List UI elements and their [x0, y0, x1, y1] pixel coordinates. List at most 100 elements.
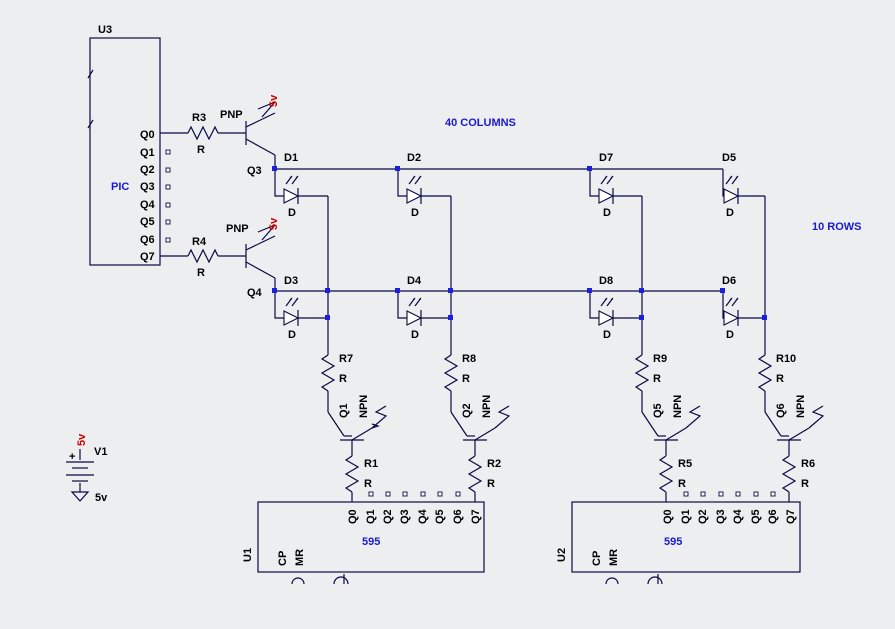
svg-text:R: R	[653, 373, 661, 385]
pic-chip[interactable]: U3 PIC Q0 Q1 Q2 Q3 Q4 Q5 Q6 Q7	[87, 24, 171, 266]
svg-text:CP: CP	[591, 551, 603, 566]
led[interactable]: D2 D	[397, 152, 451, 219]
pic-pin-label: Q7	[140, 251, 155, 263]
u2-pin-labels: Q0 Q1 Q2 Q3 Q4 Q5 Q6 Q7	[662, 508, 797, 524]
u2-ref: U2	[556, 548, 568, 562]
r4-label: R4	[192, 236, 207, 248]
svg-text:D: D	[726, 207, 734, 219]
svg-text:R2: R2	[487, 458, 501, 470]
svg-text:D7: D7	[599, 152, 613, 164]
svg-text:Q5: Q5	[652, 403, 664, 418]
svg-text:R: R	[801, 478, 809, 490]
svg-text:D: D	[288, 329, 296, 341]
u2-unconnected-pins	[683, 491, 776, 497]
column-driver-1[interactable]: R7 R Q1 NPN R1 R	[320, 348, 388, 502]
column-driver-3[interactable]: R9 R Q5 NPN R5 R	[634, 348, 702, 502]
led[interactable]: D3 D	[274, 275, 328, 341]
pic-pin-label: Q0	[140, 129, 155, 141]
led[interactable]: D5 D	[722, 152, 765, 219]
led-matrix: D1 D D2 D D7 D	[274, 152, 765, 341]
pic-pin-label: Q3	[140, 181, 155, 193]
svg-text:R7: R7	[339, 353, 353, 365]
v1-ref: V1	[94, 446, 107, 458]
svg-text:MR: MR	[608, 549, 620, 566]
u1-pin-labels: Q0 Q1 Q2 Q3 Q4 Q5 Q6 Q7	[347, 508, 482, 524]
svg-text:R: R	[678, 478, 686, 490]
svg-text:Q2: Q2	[382, 509, 394, 524]
pic-pin-label: Q1	[140, 147, 155, 159]
v1-polarity: +	[69, 451, 75, 463]
svg-text:D1: D1	[284, 152, 298, 164]
led[interactable]: D1 D	[274, 152, 328, 219]
svg-text:Q1: Q1	[365, 509, 377, 524]
svg-text:Q4: Q4	[417, 508, 429, 524]
column-driver-4[interactable]: R10 R Q6 NPN R6 R	[757, 348, 825, 502]
svg-text:D2: D2	[407, 152, 421, 164]
svg-text:D: D	[411, 207, 419, 219]
svg-text:R10: R10	[776, 353, 796, 365]
svg-text:R: R	[776, 373, 784, 385]
led[interactable]: D8 D	[589, 275, 642, 341]
svg-text:Q6: Q6	[452, 509, 464, 524]
svg-text:R1: R1	[364, 458, 378, 470]
svg-text:Q2: Q2	[697, 509, 709, 524]
svg-text:R: R	[462, 373, 470, 385]
shift-register-u2[interactable]: U2 595 CP MR Q0 Q1 Q2 Q3 Q4 Q5 Q6 Q7	[556, 491, 801, 585]
led[interactable]: D4 D	[397, 275, 451, 341]
q3-supply-label: 5v	[268, 94, 280, 107]
svg-text:Q1: Q1	[338, 403, 350, 418]
v1-top-label: 5v	[76, 433, 88, 446]
pic-unconnected-pins	[165, 149, 171, 243]
svg-text:Q5: Q5	[750, 509, 762, 524]
led[interactable]: D6 D	[722, 275, 765, 341]
svg-text:R8: R8	[462, 353, 476, 365]
svg-text:NPN: NPN	[358, 395, 370, 418]
svg-text:Q0: Q0	[347, 509, 359, 524]
svg-text:Q5: Q5	[434, 509, 446, 524]
svg-text:NPN: NPN	[672, 395, 684, 418]
q4-label: Q4	[247, 287, 263, 299]
row-driver-wiring	[160, 112, 276, 291]
svg-text:D4: D4	[407, 275, 422, 287]
svg-text:Q7: Q7	[785, 509, 797, 524]
pic-pin-label: Q2	[140, 164, 155, 176]
u1-unconnected-pins	[368, 491, 461, 497]
svg-text:MR: MR	[294, 549, 306, 566]
svg-text:R9: R9	[653, 353, 667, 365]
u1-ref: U1	[242, 548, 254, 562]
svg-text:Q3: Q3	[399, 509, 411, 524]
q4-supply-label: 5v	[268, 217, 280, 230]
pic-pin-labels: Q0 Q1 Q2 Q3 Q4 Q5 Q6 Q7	[140, 129, 156, 263]
r4-value: R	[197, 267, 205, 279]
svg-text:R: R	[487, 478, 495, 490]
pic-pin-label: Q5	[140, 216, 155, 228]
svg-text:Q1: Q1	[680, 509, 692, 524]
svg-text:CP: CP	[277, 551, 289, 566]
column-driver-2[interactable]: R8 R Q2 NPN R2 R	[443, 348, 511, 502]
svg-text:D5: D5	[722, 152, 736, 164]
svg-text:D: D	[603, 207, 611, 219]
u1-name: 595	[362, 536, 380, 548]
svg-text:R6: R6	[801, 458, 815, 470]
svg-text:D: D	[726, 329, 734, 341]
svg-text:D3: D3	[284, 275, 298, 287]
shift-register-u1[interactable]: U1 595 CP MR Q0 Q1 Q2 Q3 Q4 Q5 Q6 Q7	[242, 491, 485, 585]
svg-text:Q0: Q0	[662, 509, 674, 524]
voltage-source-v1[interactable]: + 5v V1 5v	[66, 433, 108, 504]
q3-type: PNP	[220, 109, 243, 121]
led[interactable]: D7 D	[589, 152, 642, 219]
row-driver-supply-arrows	[257, 101, 276, 241]
svg-text:R: R	[364, 478, 372, 490]
svg-text:R: R	[339, 373, 347, 385]
junction-dots	[272, 166, 767, 320]
pic-name: PIC	[111, 181, 129, 193]
q3-label: Q3	[247, 165, 262, 177]
r3-value: R	[197, 144, 205, 156]
rows-note: 10 ROWS	[812, 221, 862, 233]
r3-label: R3	[192, 112, 206, 124]
svg-text:Q6: Q6	[767, 509, 779, 524]
pic-pin-label: Q6	[140, 234, 155, 246]
q4-type: PNP	[226, 223, 249, 235]
pic-pin-marks	[87, 69, 94, 129]
